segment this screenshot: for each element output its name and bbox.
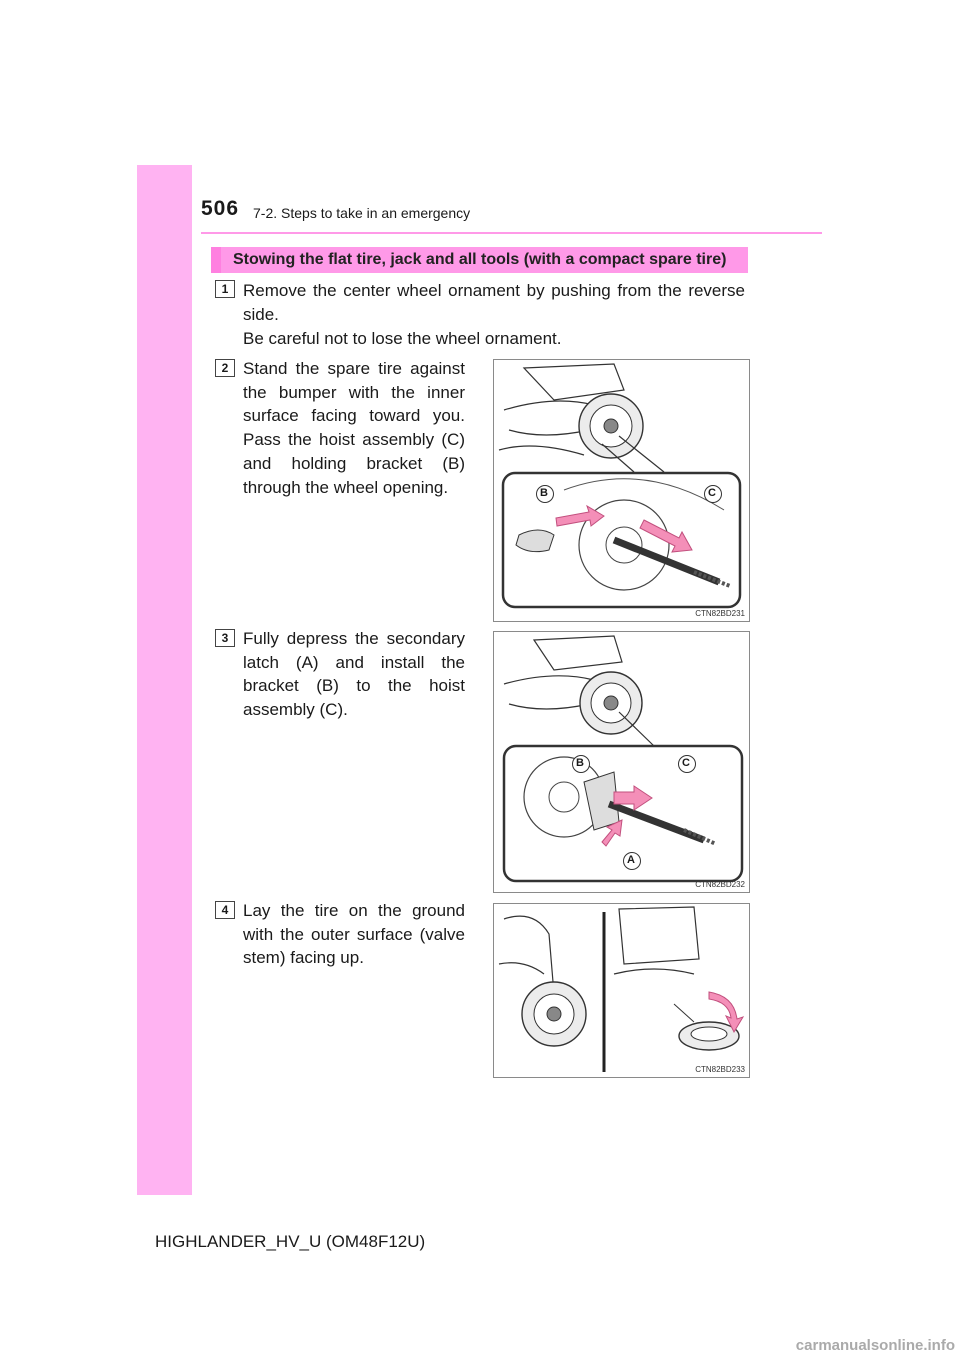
step-3-text: Fully depress the secondary latch (A) an… bbox=[243, 629, 465, 720]
figure-code: CTN82BD233 bbox=[695, 1065, 745, 1074]
figure-bracket-install: B C A CTN82BD232 bbox=[493, 631, 750, 893]
section-title: 7-2. Steps to take in an emergency bbox=[253, 205, 471, 221]
footer-model-code: HIGHLANDER_HV_U (OM48F12U) bbox=[155, 1232, 426, 1251]
label-b-text: B bbox=[540, 487, 548, 499]
figure-code: CTN82BD231 bbox=[695, 609, 745, 618]
illustration-bracket bbox=[502, 635, 744, 883]
step-number-4: 4 bbox=[215, 901, 235, 919]
label-c-text: C bbox=[682, 757, 690, 769]
step-4-text: Lay the tire on the ground with the oute… bbox=[243, 901, 465, 968]
step-1-note: Be careful not to lose the wheel ornamen… bbox=[243, 329, 562, 348]
step-1-text: Remove the center wheel ornament by push… bbox=[243, 281, 745, 324]
label-b-text: B bbox=[576, 757, 584, 769]
page-number: 506 bbox=[201, 197, 240, 220]
label-c bbox=[704, 485, 722, 503]
labels-bca bbox=[572, 755, 696, 870]
step-2-text: Stand the spare tire against the bumper … bbox=[243, 359, 465, 497]
header-divider bbox=[201, 232, 822, 234]
side-tab-strip bbox=[137, 165, 192, 1195]
watermark: carmanualsonline.info bbox=[795, 1337, 955, 1354]
figure-code: CTN82BD232 bbox=[695, 880, 745, 889]
step-number-3: 3 bbox=[215, 629, 235, 647]
illustration-lay-tire bbox=[498, 906, 745, 1072]
illustration-hoist bbox=[498, 363, 742, 609]
figure-hoist-assembly: B C CTN82BD231 bbox=[493, 359, 750, 622]
figure-lay-tire: CTN82BD233 bbox=[493, 903, 750, 1078]
label-c-text: C bbox=[708, 487, 716, 499]
label-a-text: A bbox=[627, 854, 635, 866]
label-b bbox=[536, 485, 554, 503]
step-number-1: 1 bbox=[215, 280, 235, 298]
step-number-2: 2 bbox=[215, 359, 235, 377]
section-banner: Stowing the flat tire, jack and all tool… bbox=[211, 247, 748, 273]
